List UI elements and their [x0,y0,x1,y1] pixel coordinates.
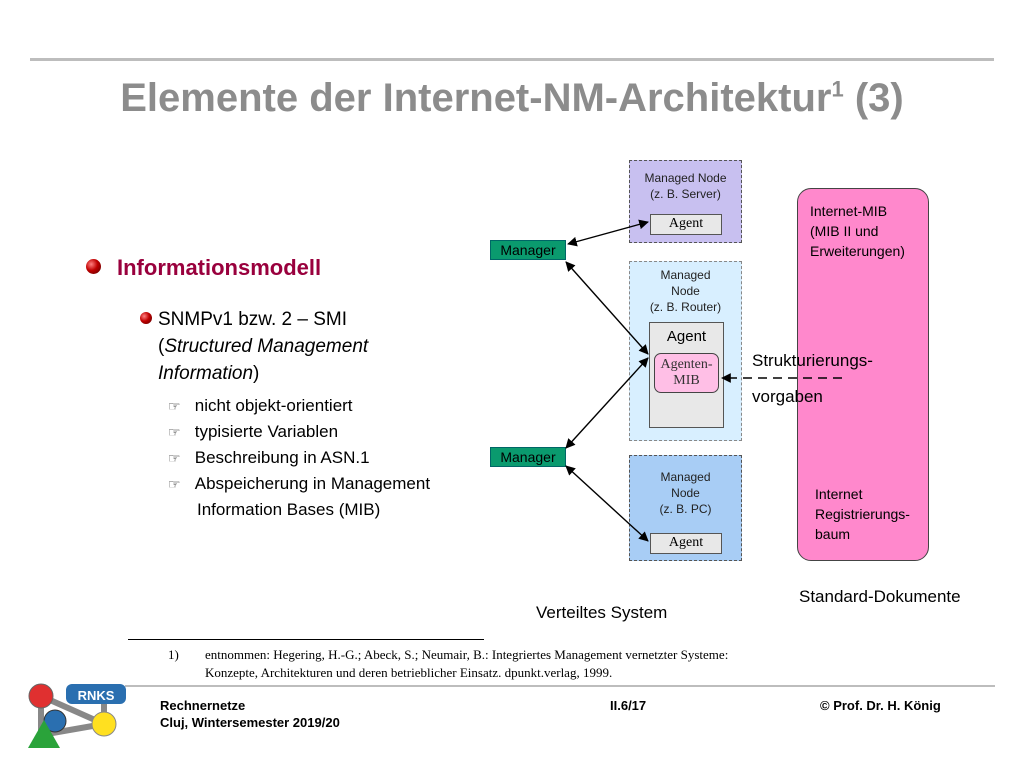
heading-informationsmodell: Informationsmodell [117,255,322,280]
title-footnote-marker: 1 [831,76,844,102]
caption-standard-documents: Standard-Dokumente [799,587,961,606]
hand-pointer-icon: ☞ [168,450,181,466]
struct-label-line1: Strukturierungs- [752,351,873,370]
agent-server: Agent [650,214,722,235]
footer-page-number: II.6/17 [610,698,647,713]
bottom-divider [125,685,995,687]
footer-author: © Prof. Dr. H. König [820,698,941,713]
list-item: Information Bases (MIB) [197,500,381,519]
internet-mib-box [797,188,929,561]
arrow-manager-server [567,219,649,247]
slide-title: Elemente der Internet-NM-Architektur1 (3… [120,76,904,120]
footnote-divider [128,639,484,640]
caption-distributed-system: Verteiltes System [536,603,668,622]
manager-bottom: Manager [490,447,566,467]
logo-graphic-icon [28,683,126,748]
arrow-manager-pc [565,465,649,542]
manager-top: Manager [490,240,566,260]
list-item: ☞ typisierte Variablen [168,422,339,441]
internet-mib-label: Internet-MIB (MIB II und Erweiterungen) [810,203,905,259]
subitem-list: ☞ nicht objekt-orientiert ☞ typisierte V… [168,393,430,523]
registry-label: Internet Registrierungs- baum [815,486,910,542]
agent-mib: Agenten- MIB [654,353,719,393]
footnote-text: entnommen: Hegering, H.-G.; Abeck, S.; N… [205,647,729,680]
rnks-logo: RNKS [20,676,135,756]
footnote-marker: 1) [168,647,179,662]
hand-pointer-icon: ☞ [168,398,181,414]
footer-course: Rechnernetze [160,698,246,713]
top-divider [30,58,994,61]
footer-semester: Cluj, Wintersemester 2019/20 [160,715,340,730]
arrow-manager-router-bottom [565,357,649,449]
list-item: ☞ nicht objekt-orientiert [168,396,353,415]
hand-pointer-icon: ☞ [168,476,181,492]
list-item: ☞ Abspeicherung in Management [168,474,431,493]
list-item: ☞ Beschreibung in ASN.1 [168,448,370,467]
agent-pc: Agent [650,533,722,554]
hand-pointer-icon: ☞ [168,424,181,440]
arrow-manager-router-top [565,261,649,355]
bullet-icon [140,312,152,324]
item-smi: SNMPv1 bzw. 2 – SMI (Structured Manageme… [158,309,369,384]
bullet-icon [86,259,101,274]
logo-text: RNKS [77,688,115,703]
struct-label-line2: vorgaben [752,387,823,406]
